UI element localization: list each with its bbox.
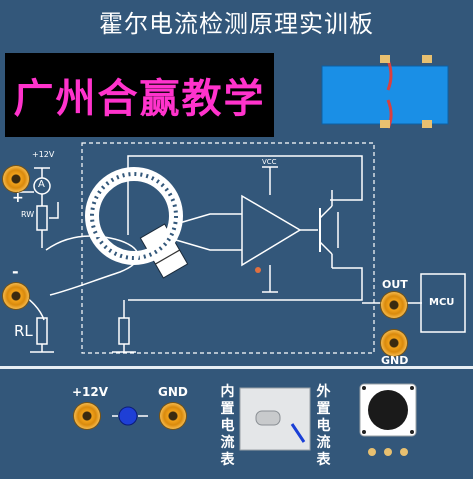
meter-switch[interactable] [240,388,310,450]
ammeter-label: A [38,179,45,190]
rheostat-symbol [36,205,48,231]
op-amp-symbol [241,194,302,267]
rl-label: RL [14,322,33,340]
out-jack[interactable] [381,292,407,318]
gnd-bottom-label: GND [158,385,188,399]
external-meter-label: 外置电流表 [316,384,331,468]
out-label: OUT [382,278,408,291]
brand-display: 广州合赢教学 [5,53,274,137]
v12-bottom-label: +12V [72,385,109,399]
minus-label: - [12,262,19,281]
power-led [118,406,138,426]
vcc-label: VCC [262,158,277,166]
minus-input-jack[interactable] [3,283,29,309]
mcu-label: MCU [429,297,455,308]
rw-label: RW [21,210,35,219]
hall-sensor-module [322,66,448,124]
board-divider [0,366,473,369]
sensor-module-frame [81,142,375,354]
plus-label: + [12,190,24,206]
v12-top-label: +12V [32,150,55,159]
push-button[interactable] [360,384,416,436]
rl-resistor-symbol [36,317,48,345]
load-resistor-symbol [118,317,130,345]
gnd-right-label: GND [381,354,409,367]
plus-12v-power-jack[interactable] [74,403,100,429]
board-title: 霍尔电流检测原理实训板 [99,10,374,38]
toroid-core [85,167,183,265]
gnd-power-jack[interactable] [160,403,186,429]
internal-meter-label: 内置电流表 [220,384,235,468]
plus-12v-input-jack[interactable] [3,166,29,192]
gnd-jack-right[interactable] [381,330,407,356]
brand-text: 广州合赢教学 [13,76,266,122]
mcu-box [420,273,466,333]
